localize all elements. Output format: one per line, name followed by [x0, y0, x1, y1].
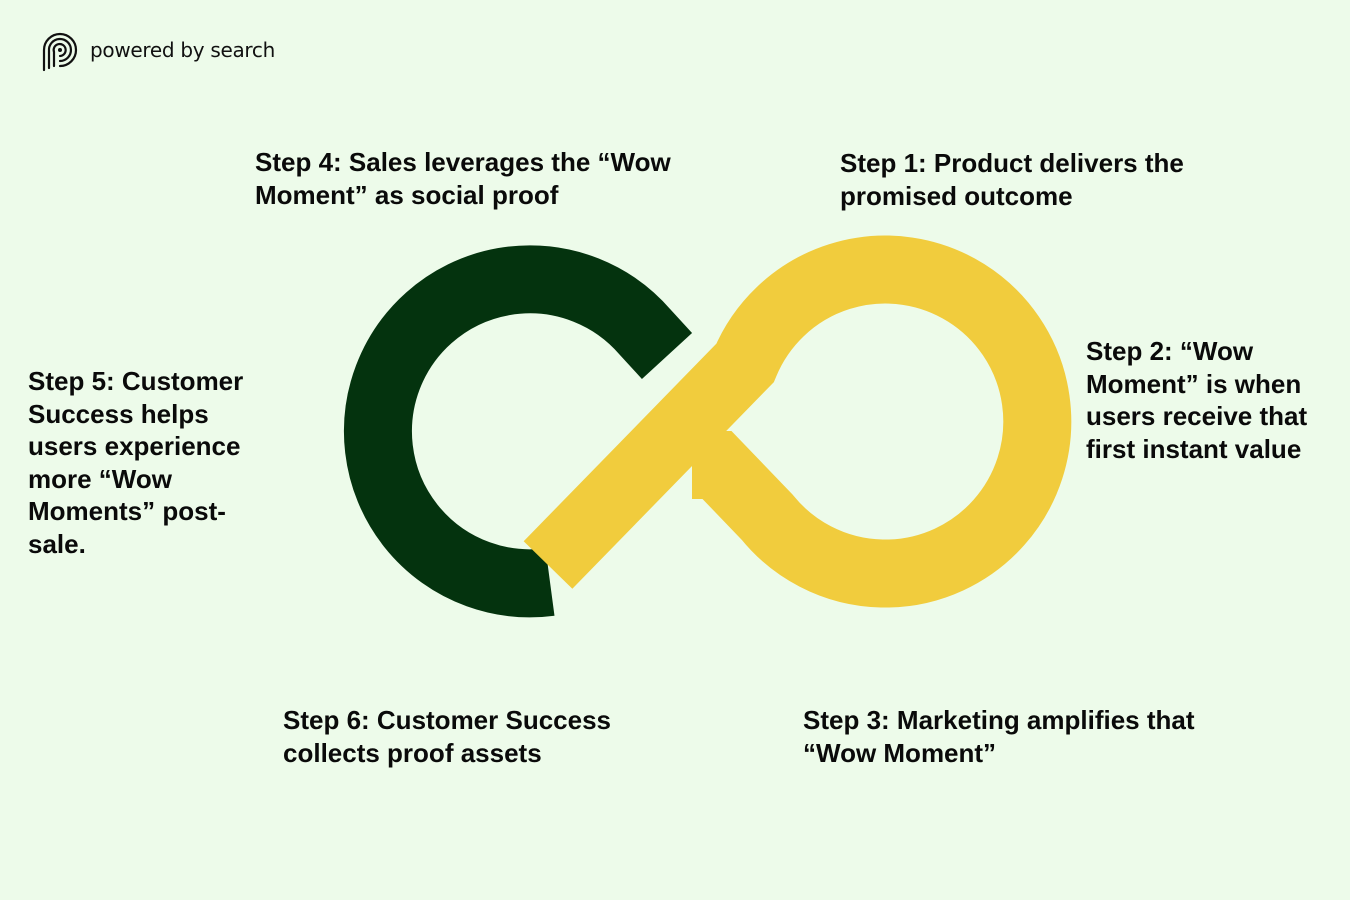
step-4-label: Step 4: Sales leverages the “Wow Moment”…: [255, 147, 671, 210]
infinity-yellow-loop: [523, 235, 1072, 608]
step-3-label: Step 3: Marketing amplifies that “Wow Mo…: [803, 705, 1195, 768]
step-1-label: Step 1: Product delivers the promised ou…: [840, 148, 1184, 211]
step-2-label: Step 2: “Wow Moment” is when users recei…: [1086, 336, 1308, 464]
step-5-label: Step 5: Customer Success helps users exp…: [28, 366, 244, 559]
fingerprint-p-logo-icon: [42, 32, 78, 72]
step-6-label: Step 6: Customer Success collects proof …: [283, 705, 612, 768]
brand-logo: powered by search: [38, 30, 275, 74]
brand-name: powered by search: [90, 38, 275, 62]
infinity-dark-loop: [344, 245, 693, 618]
